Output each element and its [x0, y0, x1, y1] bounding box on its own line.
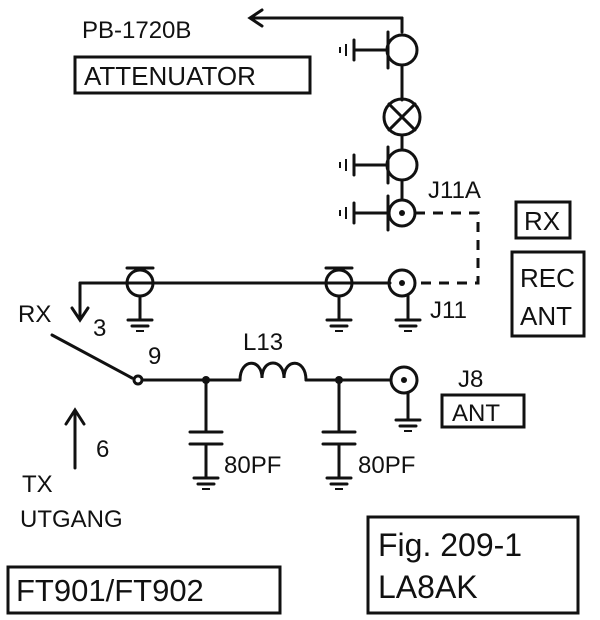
- cap-1-value-label: 80PF: [224, 452, 281, 479]
- attenuator-box: [73, 55, 312, 95]
- model-box: [6, 565, 282, 615]
- cap-2-value-label: 80PF: [358, 452, 415, 479]
- switch-pos-6-label: 6: [96, 436, 109, 463]
- rec-ant-box: [510, 250, 586, 338]
- rec-ant-label: ANT: [520, 301, 572, 331]
- ant-label: ANT: [452, 400, 500, 427]
- rx-box-label: RX: [524, 206, 560, 236]
- j8-connector-icon: [389, 365, 422, 432]
- switch-pos-9-label: 9: [148, 343, 161, 370]
- bus-feedthrough-2-icon: [324, 266, 354, 332]
- j11a-label: J11A: [428, 177, 481, 204]
- tx-arrow-head-icon: [64, 407, 86, 426]
- fig-box: [366, 515, 580, 615]
- pb-arrow-head-icon: [247, 8, 264, 28]
- fig-number-label: Fig. 209-1: [378, 527, 522, 563]
- attenuator-label: ATTENUATOR: [84, 61, 256, 91]
- feedthrough-cap-2-icon: [339, 145, 419, 185]
- utgang-label: UTGANG: [20, 506, 123, 533]
- switch-pos-3-label: 3: [93, 315, 106, 342]
- j8-label: J8: [458, 366, 483, 393]
- fig-author-label: LA8AK: [378, 569, 478, 605]
- ant-box: [440, 393, 526, 429]
- l13-label: L13: [243, 329, 283, 356]
- rx-bus-arrow-icon: [70, 306, 90, 323]
- switch-blade: [50, 333, 134, 380]
- tx-label: TX: [22, 471, 53, 498]
- rx-switch-label: RX: [18, 301, 51, 328]
- l13-coil-icon: [238, 361, 308, 382]
- j11-connector-icon: [387, 268, 422, 332]
- feedthrough-cap-1-icon: [339, 30, 419, 70]
- capacitor-2-icon: [321, 378, 357, 490]
- capacitor-1-icon: [188, 378, 224, 490]
- bus-feedthrough-1-icon: [125, 266, 155, 332]
- model-label: FT901/FT902: [16, 573, 204, 608]
- lamp-icon: [382, 97, 422, 137]
- rx-box: [514, 200, 572, 240]
- rec-label: REC: [520, 263, 575, 293]
- j11-label: J11: [430, 297, 467, 324]
- pb-1720b-label: PB-1720B: [82, 17, 191, 44]
- j11a-connector-icon: [339, 194, 417, 232]
- dashed-link: [415, 211, 480, 285]
